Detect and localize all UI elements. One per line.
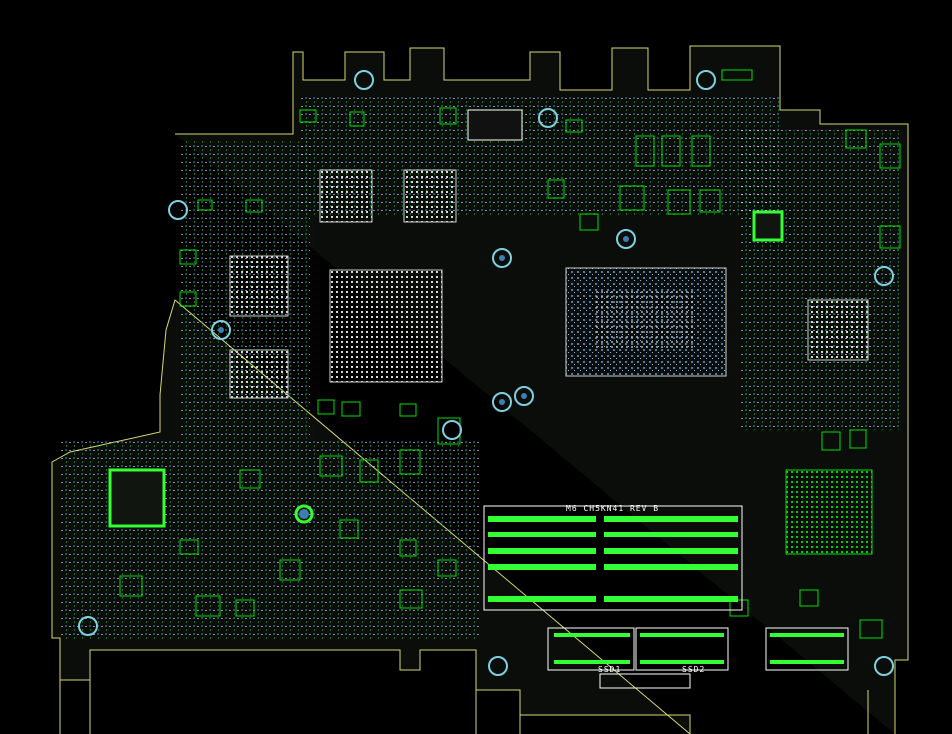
ssd3-connector <box>765 627 849 671</box>
mounting-hole-centers <box>218 236 629 519</box>
ssd1-label: SSD1 <box>598 665 621 674</box>
component-pads <box>119 69 901 639</box>
memory-chip-5 <box>807 299 869 361</box>
memory-chip-4 <box>403 169 457 223</box>
ssd2-label: SSD2 <box>682 665 705 674</box>
mounting-holes <box>78 70 894 676</box>
green-pad-ring <box>294 504 314 524</box>
ssd1-connector <box>547 627 635 671</box>
bga-cpu-core <box>595 290 695 350</box>
bga-gpu <box>329 269 443 383</box>
board-revision-label: M6 CH5KN41 REV B <box>566 504 659 513</box>
qfn-chip-top-right <box>752 210 784 242</box>
bottom-connector <box>599 673 691 689</box>
memory-chip-3 <box>319 169 373 223</box>
board-outline-lower <box>59 680 896 734</box>
ssd2-connector <box>635 627 729 671</box>
memory-slot-outline <box>483 505 743 611</box>
bga-chip-left <box>108 468 166 528</box>
bga-pch <box>785 469 873 555</box>
component-field-right <box>740 130 900 430</box>
ssd-connector-pins <box>554 633 844 664</box>
memory-chip-2 <box>229 349 289 399</box>
memory-slot-pins <box>488 516 738 602</box>
memory-chip-1 <box>229 255 289 317</box>
memory-chip-6 <box>467 109 523 141</box>
